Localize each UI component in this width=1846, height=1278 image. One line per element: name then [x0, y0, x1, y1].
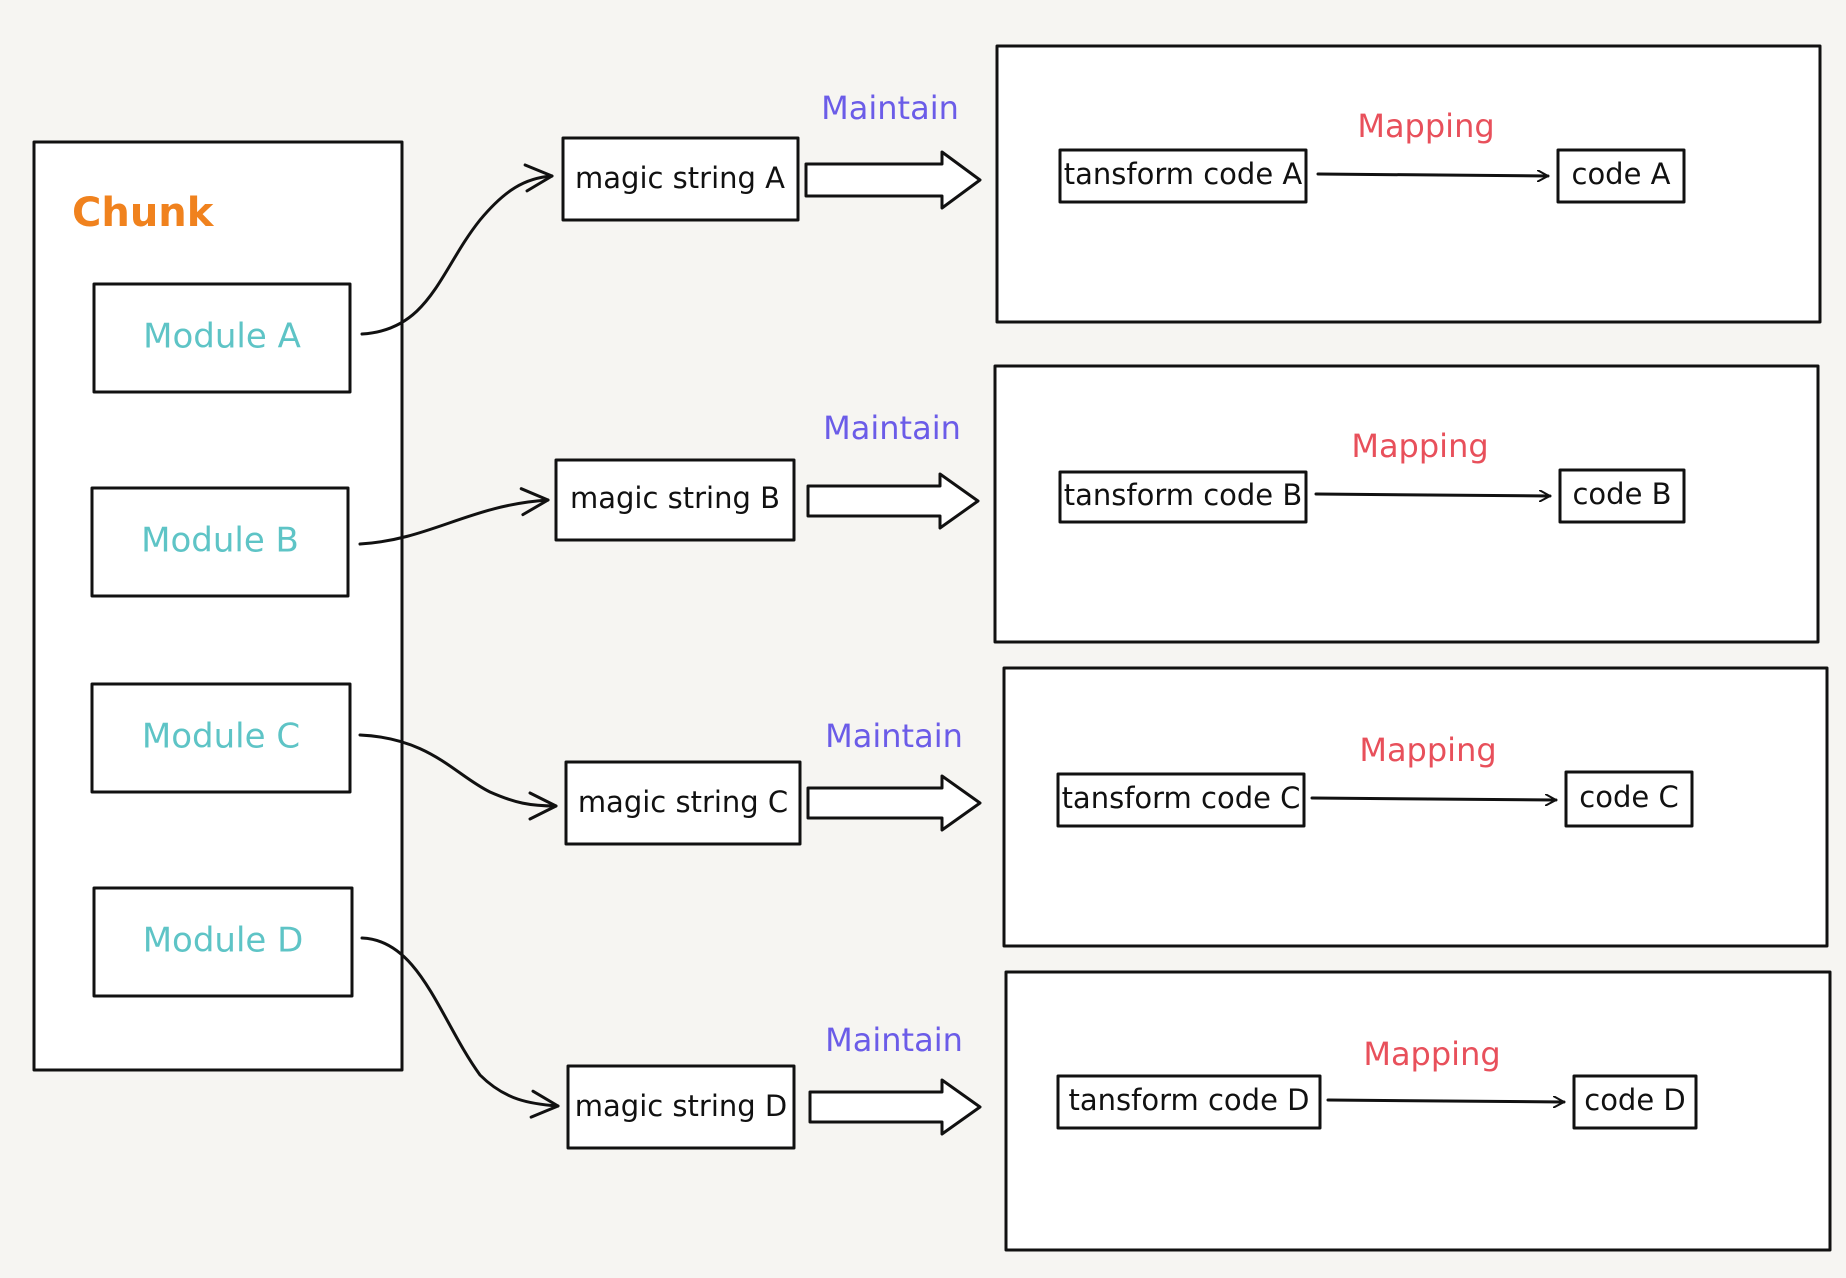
row-d: magic string D Maintain tansform code D …	[566, 970, 1832, 1252]
code-d-label: code D	[1584, 1083, 1686, 1117]
module-d-label: Module D	[143, 921, 304, 961]
module-a-label: Module A	[143, 317, 301, 357]
magic-string-a-box	[561, 136, 800, 222]
code-d-box	[1572, 1074, 1698, 1130]
code-b-label: code B	[1572, 477, 1671, 511]
chunk-container: Chunk Module A Module B Module C Module …	[32, 140, 404, 1072]
mapping-b-label: Mapping	[1351, 427, 1488, 465]
row-b: magic string B Maintain tansform code B …	[554, 364, 1820, 644]
transform-code-b-box	[1058, 470, 1308, 524]
mapping-a-arrow	[1316, 174, 1550, 176]
maintain-a-label: Maintain	[821, 89, 959, 127]
maintain-d-label: Maintain	[825, 1021, 963, 1059]
maintain-b-label: Maintain	[823, 409, 961, 447]
maintain-b-arrow	[806, 472, 980, 530]
module-b: Module B	[90, 486, 350, 598]
mapping-a-label: Mapping	[1357, 107, 1494, 145]
magic-string-b-box	[554, 458, 796, 542]
module-a-box	[92, 282, 352, 394]
magic-string-d-box	[566, 1064, 796, 1150]
code-b-box	[1558, 468, 1686, 524]
mapping-c-arrow	[1310, 798, 1558, 800]
magic-string-b-label: magic string B	[570, 481, 780, 515]
module-d: Module D	[92, 886, 354, 998]
transform-code-d-box	[1056, 1074, 1322, 1130]
code-a-label: code A	[1572, 157, 1671, 191]
maintain-a-arrow	[804, 150, 982, 210]
row-c: magic string C Maintain tansform code C …	[564, 666, 1829, 948]
maintain-d-arrow	[808, 1078, 982, 1136]
mapping-c-label: Mapping	[1359, 731, 1496, 769]
magic-string-c-box	[564, 760, 802, 846]
magic-string-a-label: magic string A	[575, 161, 785, 195]
connector-module-a	[360, 163, 554, 336]
maintain-c-label: Maintain	[825, 717, 963, 755]
module-b-box	[90, 486, 350, 598]
module-c: Module C	[90, 682, 352, 794]
transform-code-b-label: tansform code B	[1064, 478, 1303, 512]
chunk-title: Chunk	[72, 190, 215, 236]
module-c-box	[90, 682, 352, 794]
transform-code-a-box	[1058, 148, 1308, 204]
module-d-box	[92, 886, 354, 998]
module-c-label: Module C	[142, 717, 300, 757]
code-c-box	[1564, 770, 1694, 828]
connector-module-c	[358, 733, 558, 821]
module-b-label: Module B	[141, 521, 299, 561]
code-a-box	[1556, 148, 1686, 204]
transform-code-a-label: tansform code A	[1064, 157, 1303, 191]
magic-string-c-label: magic string C	[578, 785, 788, 819]
row-a: magic string A Maintain tansform code A …	[561, 44, 1822, 324]
module-a: Module A	[92, 282, 352, 394]
transform-code-d-label: tansform code D	[1069, 1083, 1310, 1117]
mapping-b-arrow	[1314, 494, 1552, 496]
transform-code-c-box	[1056, 772, 1306, 828]
connector-module-d	[360, 936, 560, 1119]
magic-string-d-label: magic string D	[575, 1089, 787, 1123]
transform-code-c-label: tansform code C	[1062, 781, 1301, 815]
maintain-c-arrow	[806, 774, 982, 832]
connector-module-b	[358, 487, 550, 546]
code-c-label: code C	[1579, 780, 1678, 814]
mapping-d-label: Mapping	[1363, 1035, 1500, 1073]
mapping-d-arrow	[1326, 1100, 1566, 1102]
